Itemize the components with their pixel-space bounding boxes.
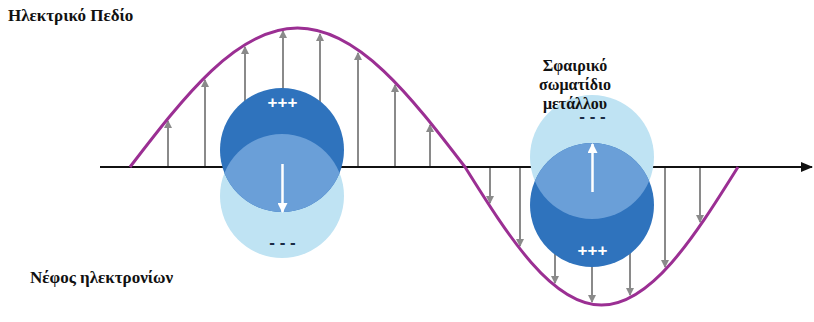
field-wave <box>130 28 738 305</box>
axis <box>100 166 812 168</box>
charge-sign: +++ <box>215 94 350 111</box>
diagram-label: Νέφος ηλεκτρονίων <box>30 268 230 288</box>
diagram-label: Σφαιρικό σωματίδιο μετάλλου <box>515 56 635 114</box>
metal-particle: +++ - - - <box>215 84 350 264</box>
diagram-label: Ηλεκτρικό Πεδίο <box>8 6 208 26</box>
charge-sign: +++ <box>525 242 660 259</box>
charge-sign: - - - <box>215 234 350 251</box>
metal-particle: - - -+++ <box>525 92 660 272</box>
